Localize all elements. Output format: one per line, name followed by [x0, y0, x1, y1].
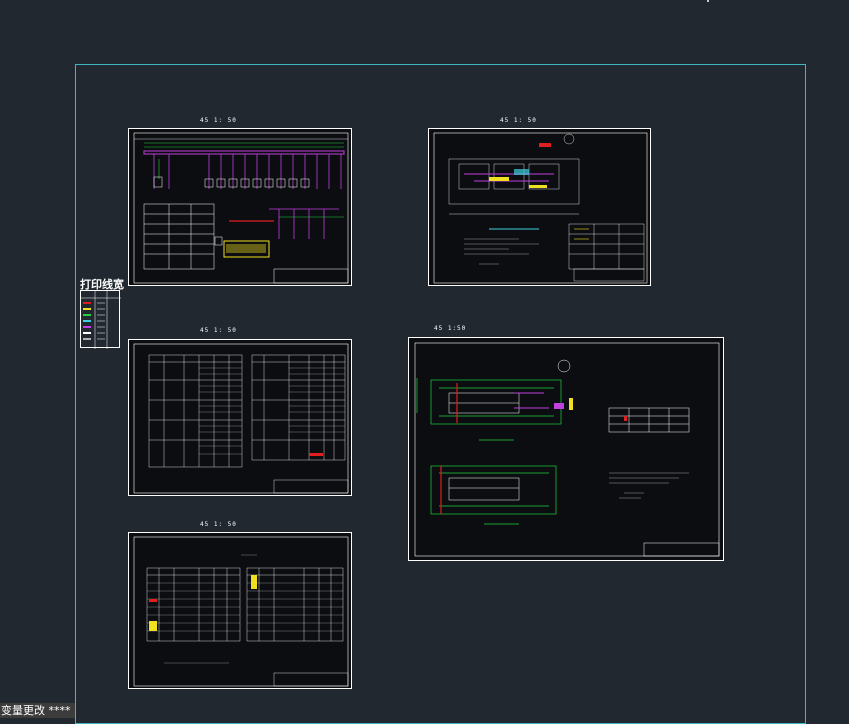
sheet-3-content: [133, 343, 349, 494]
sheet-1-label: 45 1: 50: [200, 117, 237, 124]
sheet-5-label: 45 1:50: [434, 325, 467, 332]
legend-table-graphic: [81, 291, 121, 349]
status-bar-text: 变量更改 ****: [0, 703, 75, 718]
sheet-5-layout[interactable]: [408, 337, 724, 561]
sheet-2-label: 45 1: 50: [500, 117, 537, 124]
sheet-3-tables[interactable]: [128, 339, 352, 496]
cursor-marker: [707, 0, 709, 2]
sheet-1-content: [133, 132, 349, 284]
sheet-4-content: [133, 536, 349, 687]
sheet-4-label: 45 1: 50: [200, 521, 237, 528]
sheet-4-tables[interactable]: [128, 532, 352, 689]
sheet-2-plan[interactable]: [428, 128, 651, 286]
sheet-1-schematic[interactable]: [128, 128, 352, 286]
sheet-5-content: [414, 342, 720, 557]
legend-table: [80, 290, 121, 349]
sheet-3-label: 45 1: 50: [200, 327, 237, 334]
legend-title: 打印线宽: [80, 278, 124, 291]
print-linewidth-legend[interactable]: 打印线宽: [80, 276, 124, 350]
sheet-2-content: [433, 132, 648, 284]
